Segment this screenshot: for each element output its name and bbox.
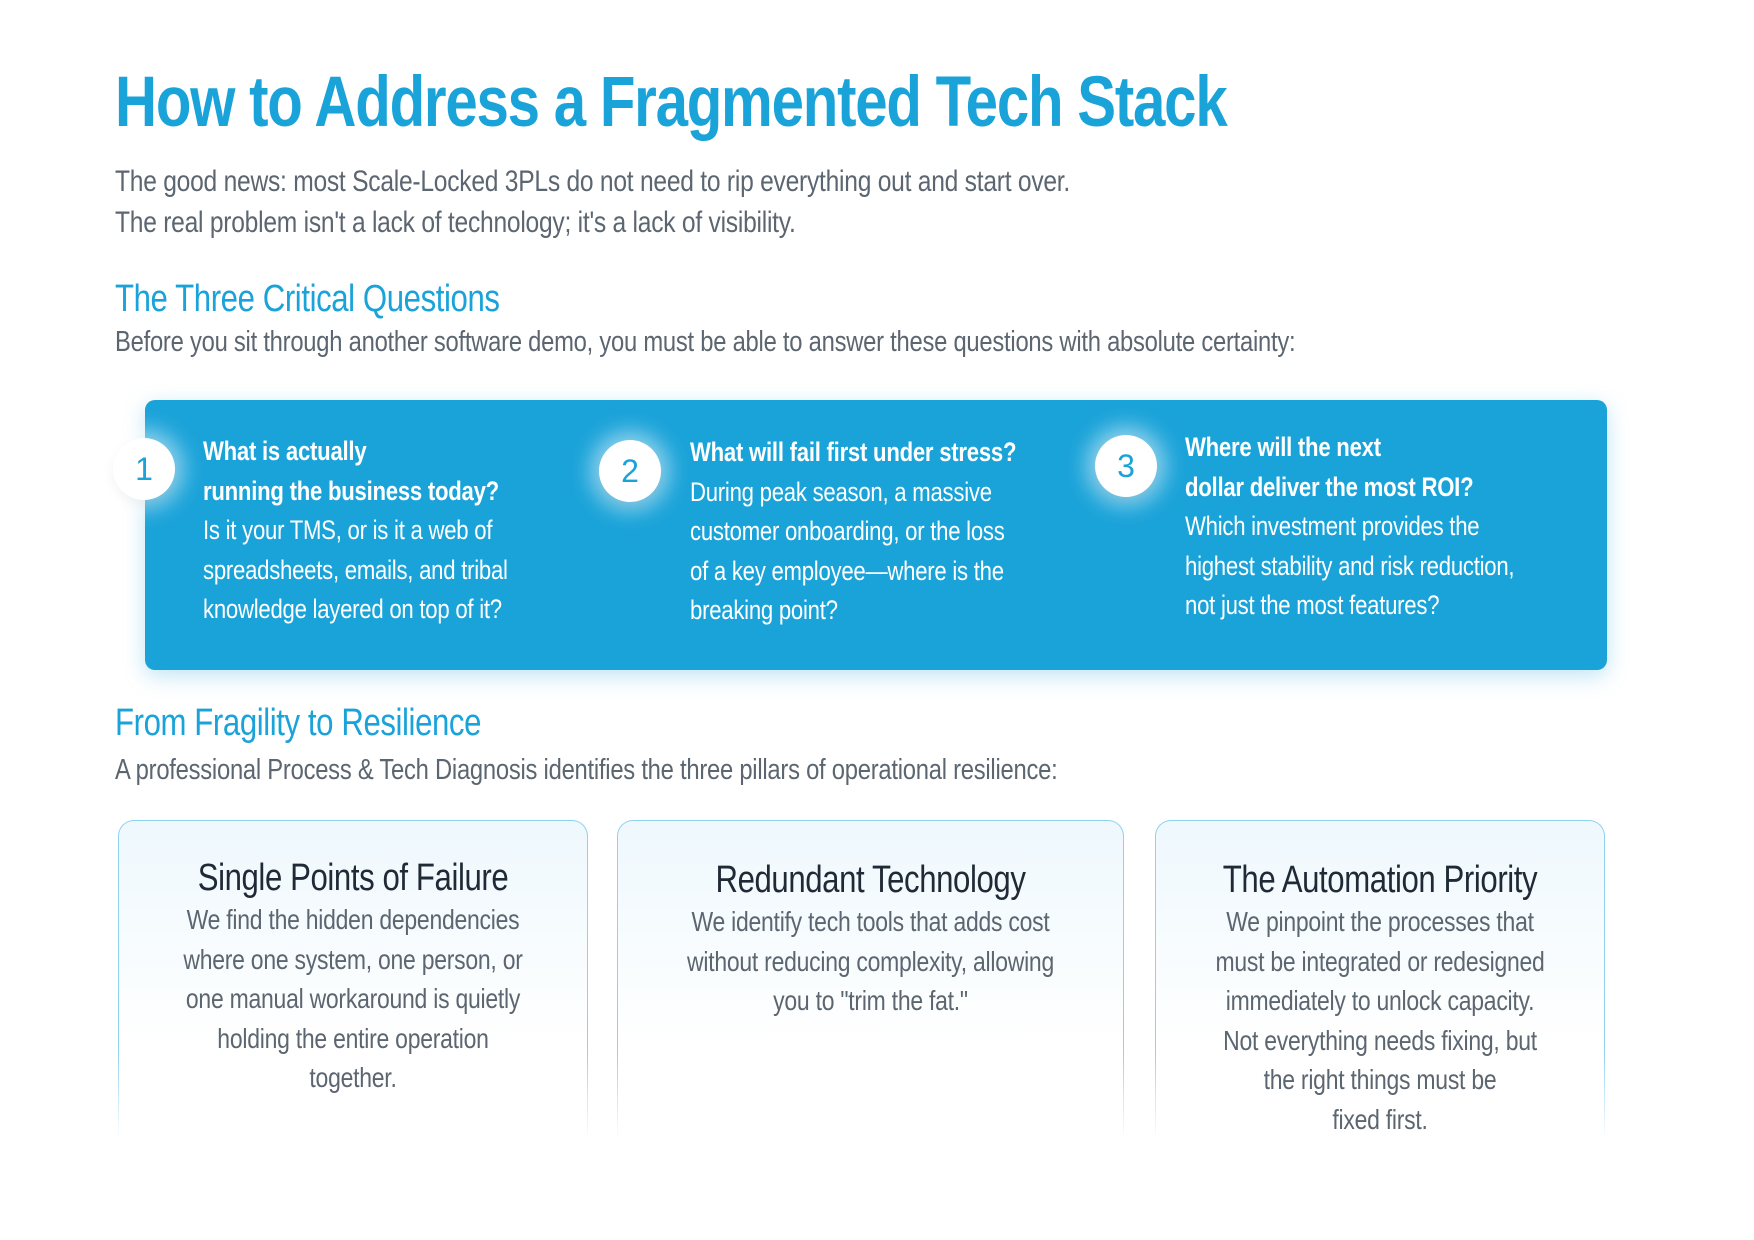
- resilience-section-subheading: A professional Process & Tech Diagnosis …: [115, 754, 1058, 786]
- resilience-section-heading: From Fragility to Resilience: [115, 702, 482, 744]
- question-number: 2: [621, 452, 639, 489]
- pillar-card: Redundant Technology We identify tech to…: [616, 820, 1125, 1140]
- pillar-body-line: where one system, one person, or: [183, 943, 523, 975]
- question-item: What is actually running the business to…: [203, 432, 580, 630]
- intro-line: The good news: most Scale-Locked 3PLs do…: [115, 165, 1070, 198]
- pillar-body-line: We pinpoint the processes that: [1226, 906, 1534, 937]
- pillar-body-line: holding the entire operation: [217, 1022, 489, 1054]
- questions-section-heading: The Three Critical Questions: [115, 278, 500, 320]
- question-body: Which investment provides the: [1185, 511, 1480, 541]
- pillar-body-line: Not everything needs fixing, but: [1223, 1024, 1537, 1056]
- pillar-card: Single Points of Failure We find the hid…: [117, 820, 589, 1140]
- question-title: running the business today?: [203, 475, 499, 506]
- question-body: Is it your TMS, or is it a web of: [203, 515, 493, 545]
- question-number-badge: 2: [599, 440, 661, 502]
- question-number-badge: 3: [1095, 435, 1157, 497]
- pillar-body-line: must be integrated or redesigned: [1215, 945, 1545, 977]
- pillar-card: The Automation Priority We pinpoint the …: [1154, 820, 1606, 1140]
- question-body: knowledge layered on top of it?: [203, 594, 502, 624]
- pillar-body-line: one manual workaround is quietly: [185, 983, 521, 1014]
- questions-section-subheading: Before you sit through another software …: [115, 326, 1296, 358]
- question-title: dollar deliver the most ROI?: [1185, 471, 1474, 502]
- page-title: How to Address a Fragmented Tech Stack: [115, 63, 1228, 142]
- question-title: What will fail first under stress?: [690, 437, 1017, 467]
- question-number: 1: [135, 450, 153, 487]
- pillar-body-line: We find the hidden dependencies: [186, 904, 520, 935]
- question-body: spreadsheets, emails, and tribal: [203, 554, 508, 585]
- question-number: 3: [1117, 447, 1135, 484]
- pillar-title: Redundant Technology: [715, 859, 1026, 901]
- pillar-body-line: We identify tech tools that adds cost: [691, 906, 1050, 937]
- question-item: What will fail first under stress? Durin…: [690, 433, 1067, 631]
- question-body: During peak season, a massive: [690, 476, 992, 507]
- pillar-body-line: without reducing complexity, allowing: [687, 945, 1054, 977]
- pillar-title: Single Points of Failure: [197, 857, 509, 899]
- pillar-body-line: the right things must be: [1263, 1064, 1497, 1095]
- pillar-title: The Automation Priority: [1222, 859, 1538, 901]
- question-number-badge: 1: [113, 438, 175, 500]
- pillar-body-line: together.: [309, 1062, 397, 1093]
- question-title: What is actually: [203, 436, 367, 466]
- intro-line: The real problem isn't a lack of technol…: [115, 206, 796, 239]
- question-item: Where will the next dollar deliver the m…: [1185, 428, 1529, 626]
- question-body: of a key employee—where is the: [690, 555, 1004, 586]
- pillar-body: We pinpoint the processes that must be i…: [1196, 902, 1563, 1139]
- questions-panel: 1 What is actually running the business …: [113, 400, 1607, 670]
- question-body: highest stability and risk reduction,: [1185, 550, 1515, 581]
- question-body: not just the most features?: [1185, 590, 1440, 620]
- pillar-body-line: fixed first.: [1332, 1103, 1428, 1135]
- question-body: customer onboarding, or the loss: [690, 516, 1005, 546]
- question-title: Where will the next: [1185, 432, 1381, 462]
- pillar-body-line: you to "trim the fat.": [773, 985, 968, 1016]
- pillar-body: We identify tech tools that adds cost wi…: [663, 902, 1077, 1021]
- pillar-body: We find the hidden dependencies where on…: [161, 900, 545, 1098]
- pillar-body-line: immediately to unlock capacity.: [1225, 985, 1535, 1016]
- question-body: breaking point?: [690, 595, 838, 625]
